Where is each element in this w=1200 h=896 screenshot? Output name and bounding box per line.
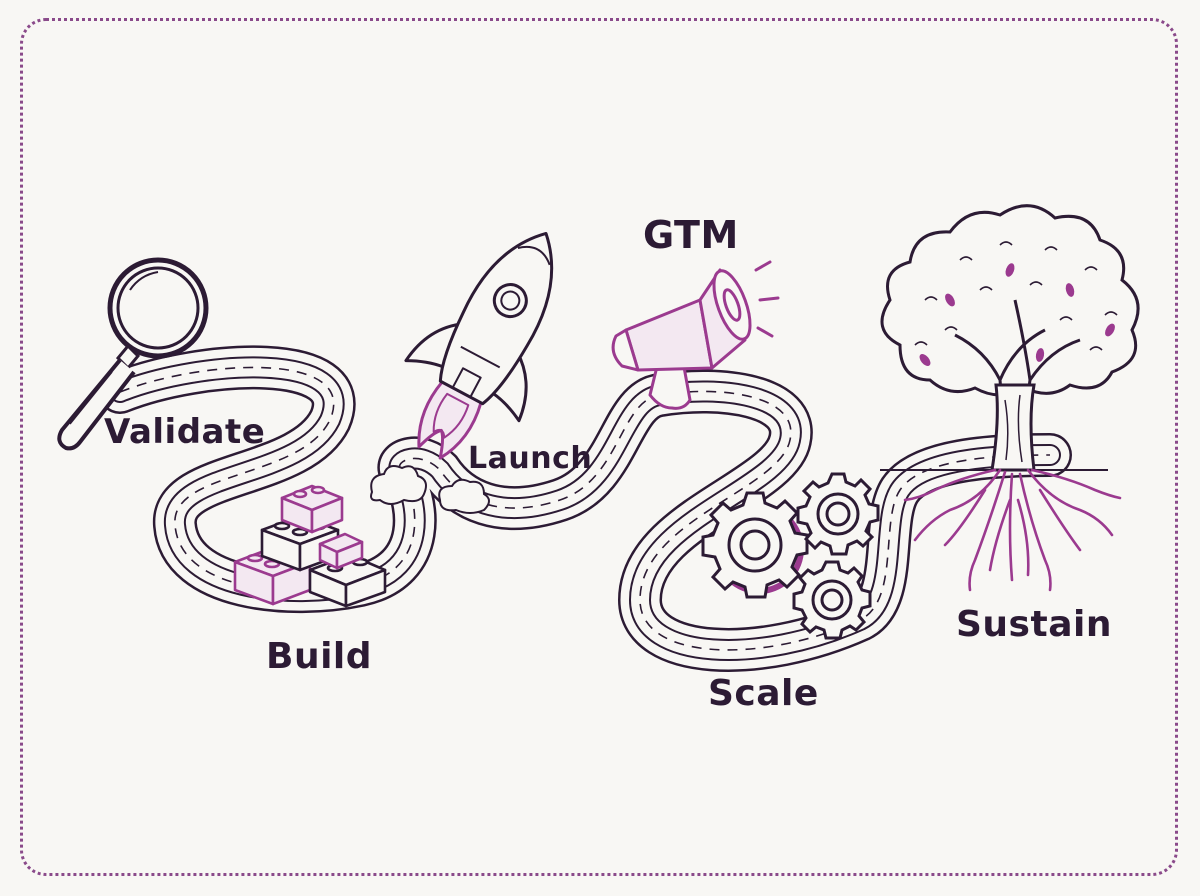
tree-icon — [880, 204, 1140, 592]
magnifying-glass-icon — [57, 257, 209, 451]
building-blocks-icon — [233, 484, 387, 608]
stage-label-gtm: GTM — [643, 213, 739, 257]
stage-label-launch: Launch — [468, 441, 593, 476]
gears-icon — [701, 472, 880, 640]
megaphone-icon — [611, 260, 780, 410]
stage-label-sustain: Sustain — [956, 604, 1112, 645]
stage-label-scale: Scale — [708, 673, 819, 714]
stage-label-build: Build — [266, 636, 373, 677]
dotted-frame — [20, 18, 1178, 876]
winding-road — [120, 367, 1050, 649]
rocket-icon — [404, 231, 554, 460]
stage-label-validate: Validate — [104, 412, 266, 452]
smoke-cloud-icon — [370, 465, 490, 514]
